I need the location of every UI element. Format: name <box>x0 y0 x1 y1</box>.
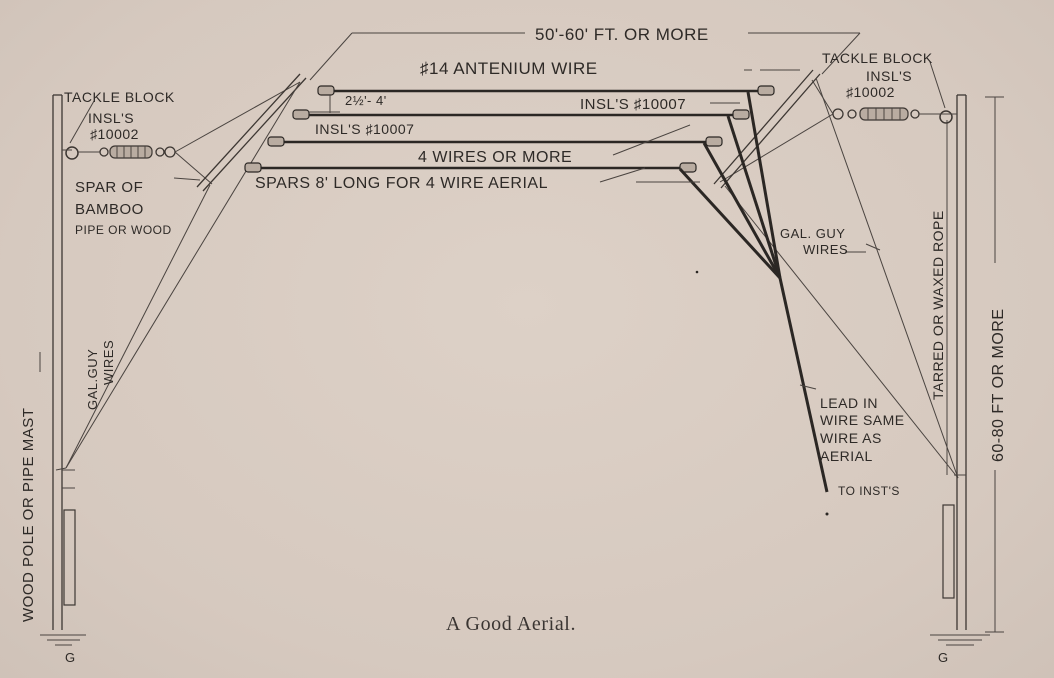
gal-guy-right-label-1: GAL. GUY <box>780 226 845 241</box>
insls-left-label-2: ♯10002 <box>90 126 139 142</box>
span-dimension <box>309 32 861 81</box>
lead-in-label-2: WIRE SAME <box>820 412 905 428</box>
spars-label: SPARS 8' LONG FOR 4 WIRE AERIAL <box>255 175 548 192</box>
guy-wires-right <box>724 77 959 479</box>
ground-symbol-left <box>40 634 86 646</box>
lead-in-label-1: LEAD IN <box>820 395 878 411</box>
height-dimension <box>985 96 1004 633</box>
spar-label-2: BAMBOO <box>75 201 144 218</box>
insls-right-label-2: ♯10002 <box>846 84 895 100</box>
lead-in-label-4: AERIAL <box>820 448 873 464</box>
ground-left-label: G <box>65 650 76 665</box>
guy-wires-left <box>55 81 301 471</box>
antenna-wires <box>250 89 770 170</box>
insulators-10007 <box>244 85 775 173</box>
spar-right <box>713 69 821 189</box>
height-label: 60-80 FT OR MORE <box>990 308 1007 462</box>
spacing-dimension <box>308 95 340 113</box>
left-mast <box>52 94 76 630</box>
span-label: 50'-60' FT. OR MORE <box>535 25 709 44</box>
left-bridle <box>174 81 301 185</box>
tackle-block-left-label: TACKLE BLOCK <box>64 89 175 105</box>
gal-guy-right-label-2: WIRES <box>803 242 848 257</box>
insls-right-label-1: INSL'S <box>866 68 912 84</box>
insls-left-label-1: INSL'S <box>88 110 134 126</box>
lead-in-wires <box>678 91 829 516</box>
spar-left <box>196 73 307 192</box>
ground-right-label: G <box>938 650 949 665</box>
insl-10007-top-label: INSL'S ♯10007 <box>580 96 686 113</box>
wood-pole-label: WOOD POLE OR PIPE MAST <box>20 408 37 622</box>
tackle-block-right <box>930 110 957 124</box>
caption: A Good Aerial. <box>446 613 576 635</box>
tarred-rope-label: TARRED OR WAXED ROPE <box>930 210 946 400</box>
lead-in-label-3: WIRE AS <box>820 430 882 446</box>
four-wires-label: 4 WIRES OR MORE <box>418 149 572 166</box>
ground-symbol-right <box>930 634 990 646</box>
spar-label-1: SPAR OF <box>75 179 143 196</box>
insl-10007-mid-label: INSL'S ♯10007 <box>315 121 414 137</box>
insulator-10002-right <box>832 107 930 121</box>
gal-guy-left-label-2: WIRES <box>101 340 116 385</box>
tackle-block-left <box>62 146 109 160</box>
antenium-wire-label: ♯14 ANTENIUM WIRE <box>420 59 598 78</box>
leader-lines <box>39 61 946 390</box>
right-mast <box>942 94 967 630</box>
spar-label-3: PIPE OR WOOD <box>75 223 172 237</box>
to-inst-label: TO INST'S <box>838 484 900 498</box>
gal-guy-left-label-1: GAL.GUY <box>85 349 100 410</box>
spacing-label: 2½'- 4' <box>345 93 387 108</box>
tackle-block-right-label: TACKLE BLOCK <box>822 50 933 66</box>
insulator-10002-left <box>109 145 176 159</box>
right-bridle <box>719 79 834 183</box>
